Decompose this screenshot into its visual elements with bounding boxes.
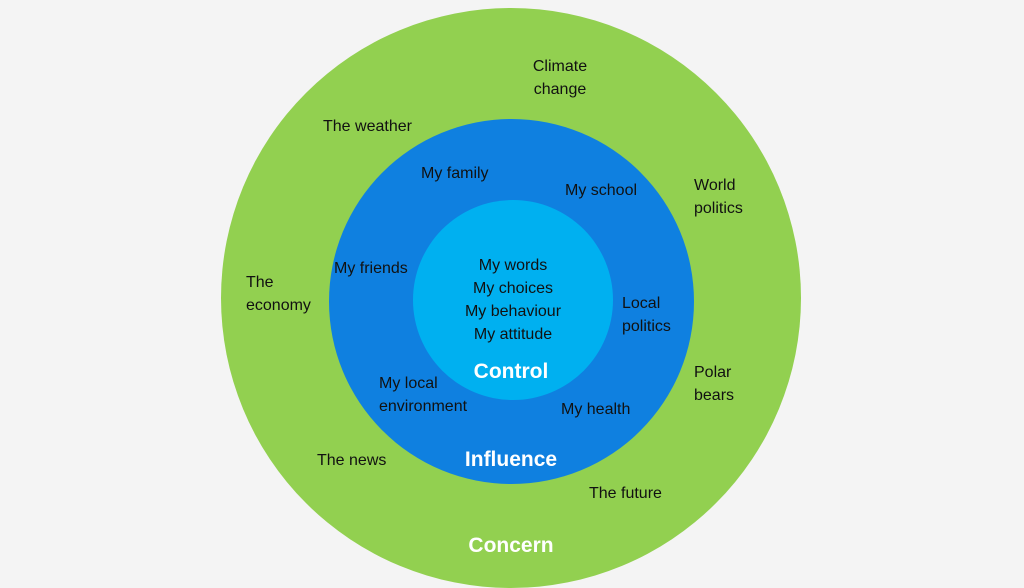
control-item-my-behaviour: My behaviour — [464, 303, 562, 320]
control-item-my-words: My words — [478, 257, 548, 274]
influence-item-my-school: My school — [565, 182, 638, 199]
influence-item-my-local-environment: My local environment — [379, 375, 468, 415]
concern-item-the-weather: The weather — [323, 118, 412, 135]
concern-item-the-future: The future — [589, 485, 662, 502]
control-title: Control — [473, 360, 549, 383]
concern-title: Concern — [468, 534, 554, 557]
control-circle — [413, 200, 613, 400]
influence-item-my-health: My health — [561, 401, 631, 418]
concern-item-world-politics: World politics — [694, 177, 743, 217]
control-item-my-choices: My choices — [472, 280, 554, 297]
influence-item-my-friends: My friends — [334, 260, 408, 277]
control-items: My words My choices My behaviour My atti… — [430, 254, 596, 346]
influence-item-local-politics: Local politics — [622, 295, 671, 335]
influence-title: Influence — [464, 448, 558, 471]
concern-item-climate-change: Climate change — [532, 58, 588, 98]
control-item-my-attitude: My attitude — [473, 326, 553, 343]
concern-item-the-economy: The economy — [246, 274, 311, 314]
influence-item-my-family: My family — [421, 165, 489, 182]
concern-item-polar-bears: Polar bears — [694, 364, 735, 404]
concern-item-the-news: The news — [317, 452, 387, 469]
